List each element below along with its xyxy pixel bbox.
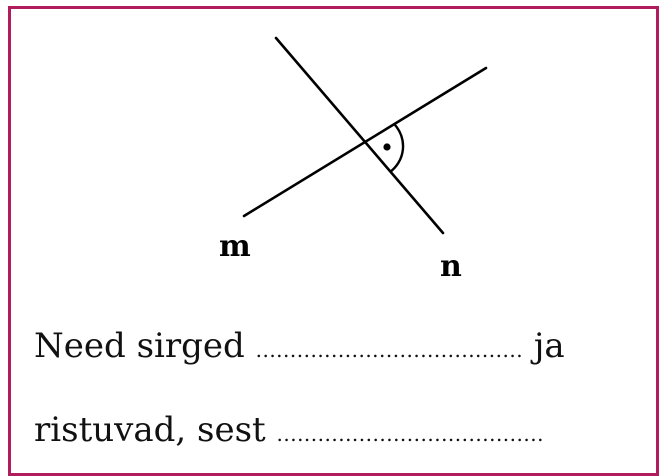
- sentence-line-1: Need sirged ............................…: [34, 326, 565, 366]
- sentence-2-start: ristuvad, sest: [34, 410, 266, 450]
- sentence-1-start: Need sirged: [34, 326, 245, 366]
- right-angle-arc: [389, 124, 405, 173]
- fill-in-blank-1[interactable]: .......................................: [255, 338, 524, 362]
- perpendicular-lines-diagram: m n: [219, 36, 488, 284]
- worksheet-frame: [8, 6, 659, 476]
- fill-in-blank-2[interactable]: .......................................: [276, 422, 544, 446]
- right-angle-dot: [383, 143, 391, 151]
- label-m: m: [219, 229, 251, 264]
- sentence-line-2: ristuvad, sest .........................…: [34, 410, 544, 450]
- label-n: n: [440, 249, 462, 284]
- sentence-1-end: ja: [533, 326, 565, 366]
- line-n: [274, 36, 445, 235]
